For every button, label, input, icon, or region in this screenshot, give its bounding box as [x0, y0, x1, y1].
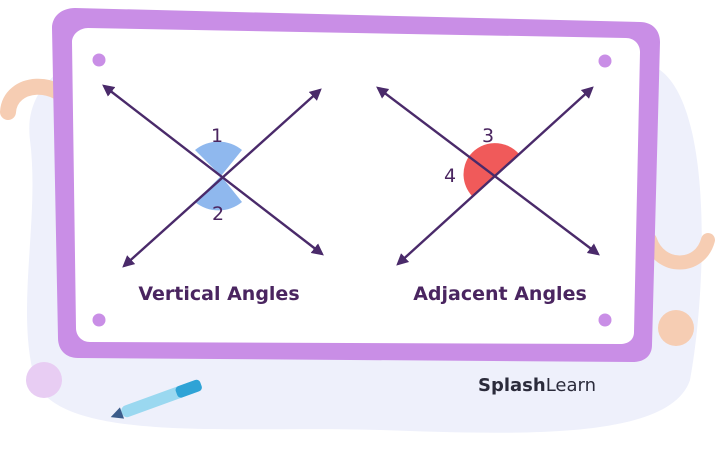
vertical-angles-caption: Vertical Angles	[138, 283, 299, 305]
corner-dot-tr	[598, 54, 612, 68]
brand-logo-part1: Splash	[478, 375, 546, 396]
angle-label-2: 2	[212, 203, 224, 225]
decor-lilac-dot	[26, 362, 62, 398]
corner-dot-tl	[92, 53, 106, 67]
angle-label-4: 4	[444, 165, 456, 187]
decor-peach-dot	[658, 310, 694, 346]
angle-label-3: 3	[482, 125, 494, 147]
vertical-angles-diagram: 1 2 Vertical Angles	[102, 84, 324, 305]
corner-dot-bl	[92, 313, 106, 327]
pen-icon	[110, 379, 202, 419]
adjacent-angles-diagram: 3 4 Adjacent Angles	[376, 86, 600, 305]
vertical-line-b	[122, 88, 322, 268]
angle-label-1: 1	[211, 125, 223, 147]
corner-dot-br	[598, 313, 612, 327]
adjacent-line-b	[396, 86, 594, 266]
brand-logo-part2: Learn	[546, 375, 596, 396]
adjacent-angles-caption: Adjacent Angles	[413, 283, 587, 305]
brand-logo: SplashLearn	[478, 375, 596, 396]
